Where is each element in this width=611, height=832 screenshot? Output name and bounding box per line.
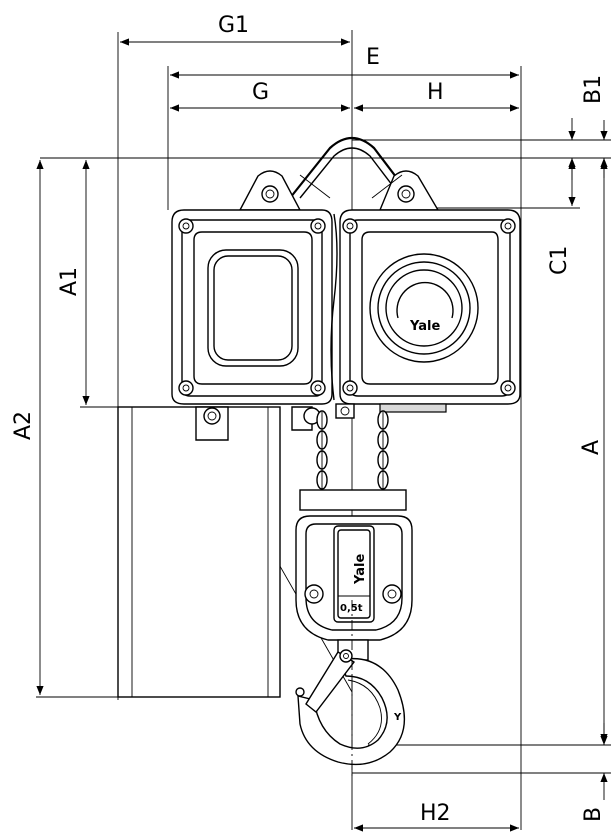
control-window [207, 249, 299, 367]
chain-guide [335, 403, 447, 419]
hook-mark: Y [393, 712, 402, 723]
capacity-label: 0,5t [340, 603, 363, 614]
label-a2: A2 [11, 411, 36, 440]
label-g: G [252, 80, 269, 105]
motor-cylinder [117, 406, 321, 698]
hook-block: Yale 0,5t [295, 489, 413, 661]
label-h: H [427, 80, 444, 105]
left-housing [171, 209, 333, 405]
label-b: B [581, 807, 606, 822]
right-housing: Yale [330, 209, 521, 405]
label-e: E [366, 45, 380, 70]
label-h2: H2 [420, 801, 451, 826]
label-g1: G1 [218, 13, 249, 38]
hook: Y [295, 649, 406, 766]
label-a1: A1 [57, 267, 82, 296]
label-c1: C1 [547, 246, 572, 275]
label-b1: B1 [581, 75, 606, 104]
label-a: A [579, 440, 604, 455]
hook-block-logo: Yale [353, 554, 368, 585]
top-suspension [238, 136, 440, 211]
motor-logo: Yale [409, 319, 440, 334]
dimension-labels: G1 E G H B1 C1 A1 A2 A C H2 B [11, 13, 606, 826]
